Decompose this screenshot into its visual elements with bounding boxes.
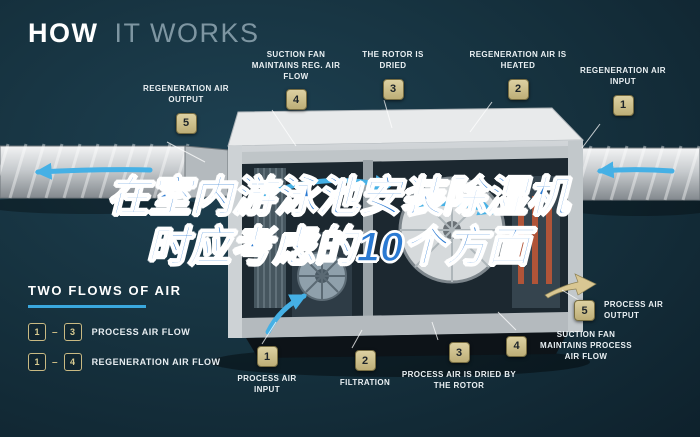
number-badge: 4	[285, 89, 307, 111]
page-title: HOW IT WORKS	[28, 18, 260, 49]
legend-two-flows: TWO FLOWS OF AIR 1 – 3 PROCESS AIR FLOW …	[28, 283, 221, 383]
legend-underline	[28, 305, 146, 308]
number-badge: 3	[448, 342, 470, 363]
callout-label: PROCESS AIR OUTPUT	[604, 300, 664, 320]
leader-lines	[166, 99, 601, 349]
callout-regeneration-air-input: REGENERATION AIR INPUT 1	[576, 66, 670, 116]
callout-label: SUCTION FAN MAINTAINS PROCESS AIR FLOW	[540, 330, 632, 361]
callout-process-air-dried: 3 PROCESS AIR IS DRIED BY THE ROTOR	[398, 342, 520, 392]
number-badge: 4	[506, 335, 527, 357]
callout-suction-fan-reg: SUCTION FAN MAINTAINS REG. AIR FLOW 4	[246, 50, 346, 111]
callout-label: FILTRATION	[339, 378, 391, 387]
range-dash: –	[52, 356, 58, 368]
legend-row-regeneration: 1 – 4 REGENERATION AIR FLOW	[28, 353, 221, 371]
callout-label: REGENERATION AIR IS HEATED	[469, 50, 567, 70]
number-badge: 5	[175, 112, 197, 134]
callout-regeneration-air-output: REGENERATION AIR OUTPUT 5	[136, 84, 236, 134]
callout-process-air-input: 1 PROCESS AIR INPUT	[224, 346, 310, 396]
number-badge-outline: 4	[63, 353, 82, 371]
number-badge: 5	[574, 300, 595, 322]
airflow-arrows	[34, 161, 675, 335]
number-badge-outline: 1	[28, 353, 46, 371]
headline-line-2: 时应考虑的10个方面	[146, 222, 530, 270]
number-badge: 1	[612, 94, 634, 116]
number-badge: 3	[382, 78, 404, 100]
legend-label: PROCESS AIR FLOW	[91, 327, 191, 337]
range-dash: –	[52, 326, 58, 338]
legend-title: TWO FLOWS OF AIR	[28, 283, 182, 298]
number-badge: 1	[256, 346, 278, 367]
callout-rotor-dried: THE ROTOR IS DRIED 3	[350, 50, 436, 100]
headline-line-1: 在室内游泳池安装除湿机	[106, 172, 570, 220]
process-output-arrow	[544, 273, 597, 299]
callout-label: SUCTION FAN MAINTAINS REG. AIR FLOW	[251, 50, 341, 81]
number-badge: 2	[507, 78, 529, 100]
legend-label: REGENERATION AIR FLOW	[91, 357, 221, 367]
heater	[512, 176, 560, 308]
title-light: IT WORKS	[114, 18, 260, 48]
number-badge-outline: 3	[63, 323, 82, 341]
callout-suction-fan-process: 4 SUCTION FAN MAINTAINS PROCESS AIR FLOW	[506, 330, 650, 362]
callout-label: REGENERATION AIR INPUT	[580, 66, 666, 86]
title-bold: HOW	[28, 18, 99, 48]
callout-label: REGENERATION AIR OUTPUT	[143, 84, 229, 104]
callout-label: PROCESS AIR INPUT	[237, 374, 297, 394]
callout-label: THE ROTOR IS DRIED	[362, 50, 424, 70]
headline-overlay: 在室内游泳池安装除湿机 时应考虑的10个方面	[0, 172, 676, 271]
callout-label: PROCESS AIR IS DRIED BY THE ROTOR	[401, 370, 517, 390]
callout-filtration: 2 FILTRATION	[322, 350, 408, 389]
number-badge: 2	[354, 350, 376, 371]
number-badge-outline: 1	[28, 323, 46, 341]
legend-row-process: 1 – 3 PROCESS AIR FLOW	[28, 323, 221, 341]
callout-process-air-output: 5 PROCESS AIR OUTPUT	[574, 300, 694, 322]
callout-regeneration-air-heated: REGENERATION AIR IS HEATED 2	[466, 50, 570, 100]
